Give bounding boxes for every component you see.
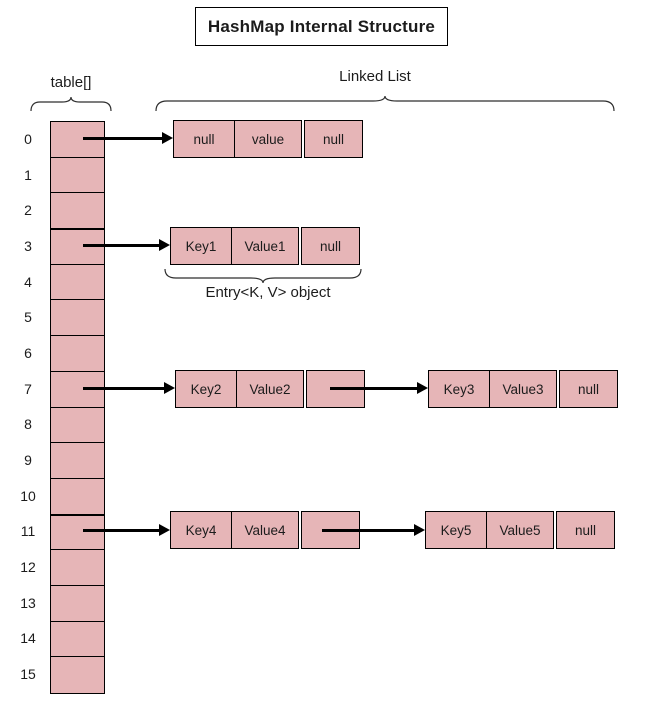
bucket-cell-13	[51, 585, 104, 622]
arrow-bucket0-to-node	[83, 132, 173, 144]
bucket-cell-6	[51, 336, 104, 372]
arrow-bucket7-to-node	[83, 382, 175, 394]
entry-node-bucket3: Key1 Value1 null	[170, 227, 360, 265]
node-key-cell: Key3	[428, 370, 490, 408]
entry-node-bucket7-second: Key3 Value3 null	[428, 370, 618, 408]
entry-node-bucket11-first: Key4 Value4	[170, 511, 360, 549]
entry-object-label: Entry<K, V> object	[205, 284, 331, 301]
bucket-index-10: 10	[20, 487, 36, 504]
bucket-index-3: 3	[24, 237, 32, 254]
entry-object-brace	[164, 268, 362, 284]
entry-node-bucket0: null value null	[173, 120, 363, 158]
arrow-bucket11-to-node	[83, 524, 170, 536]
bucket-index-4: 4	[24, 273, 32, 290]
bucket-index-7: 7	[24, 380, 32, 397]
linked-list-label: Linked List	[339, 68, 411, 85]
entry-node-bucket11-second: Key5 Value5 null	[425, 511, 615, 549]
bucket-cell-2	[51, 193, 104, 230]
arrow-bucket3-to-node	[83, 239, 170, 251]
node-key-cell: Key5	[425, 511, 487, 549]
bucket-cell-4	[51, 264, 104, 301]
node-value-cell: Value1	[232, 227, 299, 265]
bucket-cell-15	[51, 657, 104, 693]
bucket-index-15: 15	[20, 666, 36, 683]
bucket-index-13: 13	[20, 594, 36, 611]
bucket-index-0: 0	[24, 130, 32, 147]
bucket-index-9: 9	[24, 452, 32, 469]
bucket-cell-14	[51, 621, 104, 658]
bucket-index-6: 6	[24, 344, 32, 361]
arrow-node7-to-next	[330, 382, 428, 394]
bucket-cell-1	[51, 157, 104, 194]
node-next-cell: null	[559, 370, 618, 408]
bucket-cell-10	[51, 478, 104, 515]
bucket-index-8: 8	[24, 416, 32, 433]
node-key-cell: Key2	[175, 370, 237, 408]
table-array-brace	[30, 96, 112, 112]
bucket-cell-8	[51, 407, 104, 444]
bucket-index-12: 12	[20, 559, 36, 576]
bucket-index-2: 2	[24, 202, 32, 219]
bucket-index-5: 5	[24, 309, 32, 326]
node-value-cell: Value2	[237, 370, 304, 408]
bucket-cell-12	[51, 550, 104, 586]
table-array-label: table[]	[50, 74, 92, 91]
node-value-cell: value	[235, 120, 302, 158]
node-value-cell: Value5	[487, 511, 554, 549]
node-key-cell: null	[173, 120, 235, 158]
bucket-index-1: 1	[24, 166, 32, 183]
node-key-cell: Key4	[170, 511, 232, 549]
node-value-cell: Value4	[232, 511, 299, 549]
bucket-cell-9	[51, 443, 104, 479]
node-next-cell: null	[304, 120, 363, 158]
bucket-array	[50, 121, 105, 694]
node-next-cell: null	[301, 227, 360, 265]
bucket-index-11: 11	[20, 523, 36, 540]
bucket-cell-5	[51, 300, 104, 337]
node-key-cell: Key1	[170, 227, 232, 265]
title-box: HashMap Internal Structure	[195, 7, 448, 46]
bucket-index-14: 14	[20, 630, 36, 647]
node-value-cell: Value3	[490, 370, 557, 408]
node-next-cell: null	[556, 511, 615, 549]
page-title: HashMap Internal Structure	[207, 16, 436, 36]
linked-list-brace	[155, 95, 615, 112]
bucket-cell-11	[51, 514, 104, 551]
arrow-node11-to-next	[322, 524, 425, 536]
